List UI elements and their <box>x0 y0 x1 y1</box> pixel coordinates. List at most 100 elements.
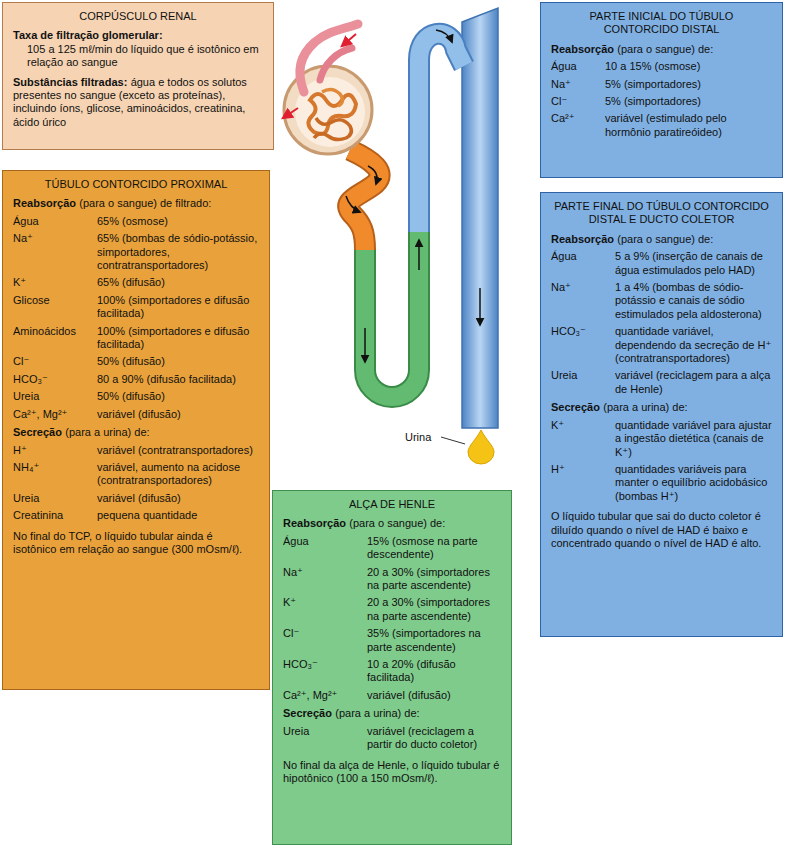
section-label: Reabsorção <box>13 197 76 209</box>
section-line: Secreção(para a urina) de: <box>551 401 772 414</box>
row-value: 65% (bombas de sódio-potássio, simportad… <box>97 232 259 272</box>
box-heading: PARTE INICIAL DO TÚBULO CONTORCIDO DISTA… <box>551 10 772 37</box>
box-heading: PARTE FINAL DO TÚBULO CONTORCIDO DISTAL … <box>551 200 772 227</box>
row-label: Ureia <box>13 492 93 505</box>
table-row: Água65% (osmose) <box>13 215 259 228</box>
section-line: Substâncias filtradas:água e todos os so… <box>13 76 263 130</box>
section-text: (para o sangue) de: <box>617 233 713 245</box>
table-row: Cl⁻ 5% (simportadores) <box>551 95 772 108</box>
table-row: Glicose100% (simportadores e difusão fac… <box>13 294 259 321</box>
row-value: quantidades variáveis para manter o equi… <box>615 463 772 503</box>
row-label: Ca²⁺, Mg²⁺ <box>13 408 93 421</box>
section-line: Reabsorção(para o sangue) de: <box>551 233 772 246</box>
row-label: Cl⁻ <box>551 95 601 108</box>
row-label: Água <box>551 250 611 277</box>
part-label: Urina <box>405 430 431 444</box>
section-text: (para a urina) de: <box>335 707 419 719</box>
table-row: Na⁺1 a 4% (bombas de sódio-potássio e ca… <box>551 281 772 321</box>
body-text: 105 a 125 mℓ/min do líquido que é isotôn… <box>13 43 263 70</box>
row-label: NH₄⁺ <box>13 461 93 488</box>
row-value: 50% (difusão) <box>97 390 259 403</box>
section-line: Secreção(para a urina) de: <box>13 426 259 439</box>
info-box: TÚBULO CONTORCIDO PROXIMALReabsorção(par… <box>2 170 270 690</box>
table-row: K⁺quantidade variável para ajustar a ing… <box>551 419 772 459</box>
row-label: HCO₃⁻ <box>551 325 611 365</box>
row-value: pequena quantidade <box>97 509 259 522</box>
row-value: 100% (simportadores e difusão facilitada… <box>97 294 259 321</box>
row-value: 20 a 30% (simportadores na parte ascende… <box>367 596 501 623</box>
section-text: (para o sangue) de: <box>349 517 445 529</box>
row-value: 5% (simportadores) <box>605 78 772 91</box>
section-label: Secreção <box>551 401 600 413</box>
info-box: PARTE INICIAL DO TÚBULO CONTORCIDO DISTA… <box>540 2 783 178</box>
note-text: No final da alça de Henle, o líquido tub… <box>283 759 501 786</box>
section-label: Reabsorção <box>551 233 614 245</box>
table-row: Creatininapequena quantidade <box>13 509 259 522</box>
table-row: H⁺ variável (contratransportadores) <box>13 444 259 457</box>
row-label: Ca²⁺, Mg²⁺ <box>283 689 363 702</box>
table-row: NH₄⁺variável, aumento na acidose (contra… <box>13 461 259 488</box>
section-text: (para a urina) de: <box>65 426 149 438</box>
box-heading: ALÇA DE HENLE <box>283 498 501 511</box>
info-box: CORPÚSCULO RENAL Taxa de filtração glomer… <box>2 2 274 150</box>
table-row: Ca²⁺, Mg²⁺ variável (difusão) <box>13 408 259 421</box>
section-text: (para o sangue) de: <box>617 43 713 55</box>
section-label: Secreção <box>13 426 62 438</box>
section-label: Substâncias filtradas: <box>13 76 127 88</box>
table-row: Água10 a 15% (osmose) <box>551 60 772 73</box>
row-value: 35% (simportadores na parte ascendente) <box>367 627 501 654</box>
table-row: HCO₃⁻ 80 a 90% (difusão facilitada) <box>13 373 259 386</box>
section-line: Secreção(para a urina) de: <box>283 707 501 720</box>
row-label: Água <box>13 215 93 228</box>
section-line: Reabsorção(para o sangue) de filtrado: <box>13 197 259 210</box>
section-text: (para o sangue) de filtrado: <box>79 197 211 209</box>
table-row: Ureia 50% (difusão) <box>13 390 259 403</box>
section-line: Reabsorção(para o sangue) de: <box>283 517 501 530</box>
row-label: HCO₃⁻ <box>13 373 93 386</box>
row-value: variável (estimulado pelo hormônio parat… <box>605 112 772 139</box>
table-row: Cl⁻ 50% (difusão) <box>13 355 259 368</box>
table-row: H⁺quantidades variáveis para manter o eq… <box>551 463 772 503</box>
row-value: 15% (osmose na parte descendente) <box>367 535 501 562</box>
section-label: Reabsorção <box>283 517 346 529</box>
row-value: 10 a 20% (difusão facilitada) <box>367 658 501 685</box>
table-row: Ca²⁺variável (estimulado pelo hormônio p… <box>551 112 772 139</box>
section-text: (para a urina) de: <box>603 401 687 413</box>
row-value: 80 a 90% (difusão facilitada) <box>97 373 259 386</box>
row-label: H⁺ <box>13 444 93 457</box>
info-box: PARTE FINAL DO TÚBULO CONTORCIDO DISTAL … <box>540 192 783 637</box>
table-row: HCO₃⁻quantidade variável, dependendo da … <box>551 325 772 365</box>
section-line: Reabsorção(para o sangue) de: <box>551 43 772 56</box>
row-label: Ureia <box>283 725 363 752</box>
table-row: Ureiavariável (reciclagem para a alça de… <box>551 369 772 396</box>
row-value: variável (difusão) <box>97 408 259 421</box>
row-value: 5% (simportadores) <box>605 95 772 108</box>
row-label: Ureia <box>13 390 93 403</box>
row-label: Glicose <box>13 294 93 321</box>
row-label: Aminoácidos <box>13 325 93 352</box>
table-row: Na⁺ 5% (simportadores) <box>551 78 772 91</box>
table-row: Ca²⁺, Mg²⁺variável (difusão) <box>283 689 501 702</box>
section-label: Secreção <box>283 707 332 719</box>
row-label: Na⁺ <box>551 78 601 91</box>
row-value: 20 a 30% (simportadores na parte ascende… <box>367 566 501 593</box>
table-row: Ureiavariável (reciclagem a partir do du… <box>283 725 501 752</box>
row-value: variável (reciclagem para a alça de Henl… <box>615 369 772 396</box>
row-label: Na⁺ <box>13 232 93 272</box>
row-value: quantidade variável para ajustar a inges… <box>615 419 772 459</box>
row-value: variável (contratransportadores) <box>97 444 259 457</box>
row-label: H⁺ <box>551 463 611 503</box>
row-label: K⁺ <box>283 596 363 623</box>
table-row: Água15% (osmose na parte descendente) <box>283 535 501 562</box>
row-value: 1 a 4% (bombas de sódio-potássio e canai… <box>615 281 772 321</box>
section-label: Taxa de filtração glomerular: <box>13 29 263 42</box>
table-row: Na⁺65% (bombas de sódio-potássio, simpor… <box>13 232 259 272</box>
row-label: Ca²⁺ <box>551 112 601 139</box>
row-label: Cl⁻ <box>13 355 93 368</box>
row-value: 100% (simportadores e difusão facilitada… <box>97 325 259 352</box>
row-label: HCO₃⁻ <box>283 658 363 685</box>
box-heading: CORPÚSCULO RENAL <box>13 10 263 23</box>
row-value: quantidade variável, dependendo da secre… <box>615 325 772 365</box>
row-value: 50% (difusão) <box>97 355 259 368</box>
table-row: Água5 a 9% (inserção de canais de água e… <box>551 250 772 277</box>
